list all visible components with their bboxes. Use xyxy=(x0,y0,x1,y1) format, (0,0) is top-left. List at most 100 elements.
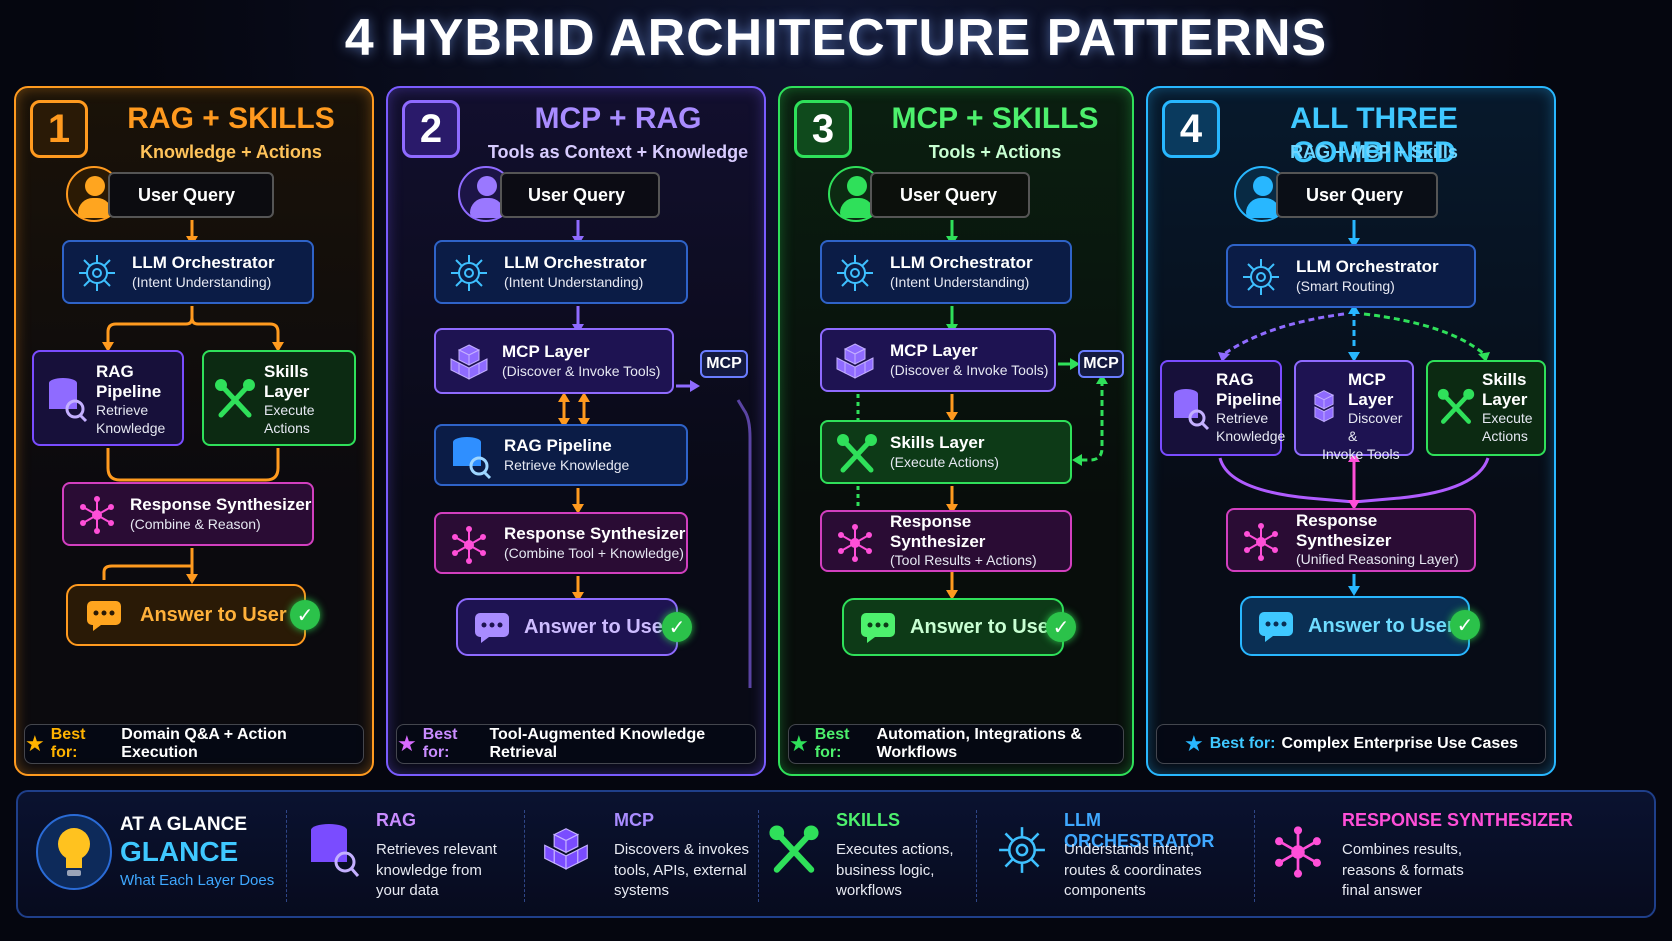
chip-icon xyxy=(1238,254,1284,300)
panel-rag-skills: 1 RAG + SKILLS Knowledge + Actions User … xyxy=(14,86,374,776)
divider xyxy=(976,810,977,902)
chip-icon xyxy=(832,250,878,296)
orchestrator-title: LLM Orchestrator xyxy=(504,253,647,273)
rag-pipeline-box: RAG Pipeline Retrieve Knowledge xyxy=(434,424,688,486)
desc-line: your data xyxy=(376,882,439,900)
desc-line: knowledge from xyxy=(376,861,482,879)
llm-orchestrator-box: LLM Orchestrator (Intent Understanding) xyxy=(820,240,1072,304)
best-for-label: Best for: xyxy=(1209,735,1276,752)
panel-title: MCP + SKILLS xyxy=(891,102,1099,135)
best-for-bar: ★ Best for: Complex Enterprise Use Cases xyxy=(1156,724,1546,764)
star-icon: ★ xyxy=(1183,731,1204,756)
user-query-label: User Query xyxy=(138,184,236,205)
mcp-layer-box: MCP Layer (Discover & Invoke Tools) xyxy=(820,328,1056,392)
desc-line: business logic, xyxy=(836,861,935,879)
glance-item-skills: SKILLS Executes actions, business logic,… xyxy=(764,792,984,920)
rag-pipeline-box: RAG Pipeline Retrieve Knowledge xyxy=(1160,360,1286,456)
skills-sub-1: Execute xyxy=(1482,410,1533,427)
llm-orchestrator-box: LLM Orchestrator (Intent Understanding) xyxy=(434,240,688,304)
skills-sub-2: Actions xyxy=(1482,428,1528,445)
glance-item-title: LLM ORCHESTRATOR xyxy=(1064,810,1215,851)
user-query-box: User Query xyxy=(500,172,660,218)
star-icon: ★ xyxy=(397,731,417,756)
cubes-icon xyxy=(446,340,492,386)
orchestrator-sub: (Intent Understanding) xyxy=(132,273,272,290)
skills-sub-1: Execute xyxy=(264,402,315,419)
answer-box: Answer to User xyxy=(1240,596,1470,656)
response-synthesizer-box: Response Synthesizer (Tool Results + Act… xyxy=(820,510,1072,572)
panel-subtitle: Knowledge + Actions xyxy=(140,142,322,162)
rag-title: RAG Pipeline xyxy=(96,362,162,401)
synth-title: Response Synthesizer xyxy=(1296,511,1392,550)
desc-line: final answer xyxy=(1342,882,1423,900)
orchestrator-title: LLM Orchestrator xyxy=(1296,257,1439,277)
desc-line: Combines results, xyxy=(1342,841,1463,858)
panel-title: ALL THREE COMBINED xyxy=(1290,102,1458,169)
glance-item-title: RESPONSE SYNTHESIZER xyxy=(1342,810,1574,830)
mcp-title-1: MCP xyxy=(1348,370,1386,389)
answer-label: Answer to User xyxy=(140,603,287,626)
orchestrator-sub: (Intent Understanding) xyxy=(504,273,644,290)
best-for-bar: ★ Best for: Tool-Augmented Knowledge Ret… xyxy=(396,724,756,764)
network-hub-icon xyxy=(76,494,118,536)
answer-box: Answer to User xyxy=(66,584,306,646)
synth-title: Response Synthesizer xyxy=(890,512,986,551)
synth-sub: (Combine Tool + Knowledge) xyxy=(504,544,684,561)
network-hub-icon xyxy=(834,522,876,564)
desc-line: Discovers & invokes xyxy=(614,841,750,858)
wrench-icon xyxy=(834,431,880,477)
glance-item-title: RAG xyxy=(376,810,416,830)
database-search-icon xyxy=(44,374,90,424)
rag-sub-2: Knowledge xyxy=(1216,428,1286,445)
mcp-sub: (Discover & Invoke Tools) xyxy=(890,361,1049,378)
desc-line: tools, APIs, external xyxy=(614,861,747,879)
answer-label: Answer to User xyxy=(910,615,1057,638)
chip-icon xyxy=(74,250,120,296)
user-query-label: User Query xyxy=(1306,184,1404,205)
desc-line: Retrieves relevant xyxy=(376,841,497,858)
llm-orchestrator-box: LLM Orchestrator (Intent Understanding) xyxy=(62,240,314,304)
skills-layer-box: Skills Layer Execute Actions xyxy=(202,350,356,446)
desc-line: components xyxy=(1064,882,1146,900)
desc-line: Executes actions, xyxy=(836,841,954,858)
glance-title: AT A GLANCE xyxy=(120,814,248,835)
desc-line: systems xyxy=(614,882,670,900)
panel-mcp-skills: 3 MCP + SKILLS Tools + Actions xyxy=(778,86,1134,776)
best-for-label: Best for: xyxy=(422,726,458,761)
answer-box: Answer to User xyxy=(456,598,678,656)
best-for-text: Domain Q&A + Action Execution xyxy=(121,726,287,761)
panel-title: MCP + RAG xyxy=(534,102,702,135)
orchestrator-sub: (Intent Understanding) xyxy=(890,273,1030,290)
panel-subtitle: Tools as Context + Knowledge xyxy=(487,142,749,162)
user-query-label: User Query xyxy=(528,184,626,205)
glance-item-desc: Combines results, reasons & formats fina… xyxy=(1342,840,1464,902)
at-a-glance-bar: AT A GLANCE GLANCE What Each Layer Does … xyxy=(16,790,1656,918)
synth-title: Response Synthesizer xyxy=(130,495,312,515)
llm-orchestrator-box: LLM Orchestrator (Smart Routing) xyxy=(1226,244,1476,308)
panel-subtitle: RAG + MCP + Skills xyxy=(1290,142,1458,162)
skills-sub-2: Actions xyxy=(264,420,310,437)
wrench-icon xyxy=(1434,384,1478,430)
panel-mcp-rag: 2 MCP + RAG Tools as Context + Knowledge xyxy=(386,86,766,776)
response-synthesizer-box: Response Synthesizer (Combine & Reason) xyxy=(62,482,314,546)
rag-title-2: Pipeline xyxy=(1216,389,1282,409)
rag-sub-1: Retrieve xyxy=(1216,410,1269,427)
glance-item-orchestrator: LLM ORCHESTRATOR Understands intent, rou… xyxy=(992,792,1252,920)
desc-line: routes & coordinates xyxy=(1064,861,1202,879)
answer-box: Answer to User xyxy=(842,598,1064,656)
mcp-title: MCP Layer xyxy=(502,342,590,362)
synth-sub: (Tool Results + Actions) xyxy=(890,552,1037,569)
network-hub-icon xyxy=(1240,521,1282,563)
divider xyxy=(1254,810,1255,902)
lightbulb-icon xyxy=(36,814,112,890)
mcp-tag: MCP xyxy=(1078,350,1124,378)
mcp-title: MCP Layer xyxy=(890,341,978,361)
rag-title-1: RAG xyxy=(1216,370,1254,389)
chat-bubble-icon xyxy=(472,610,512,646)
database-search-icon xyxy=(448,434,494,480)
best-for-label: Best for: xyxy=(814,726,850,761)
panel-number: 1 xyxy=(30,100,88,158)
skills-title-1: Skills xyxy=(1482,370,1527,389)
chat-bubble-icon xyxy=(858,610,898,646)
panel-number: 2 xyxy=(402,100,460,158)
